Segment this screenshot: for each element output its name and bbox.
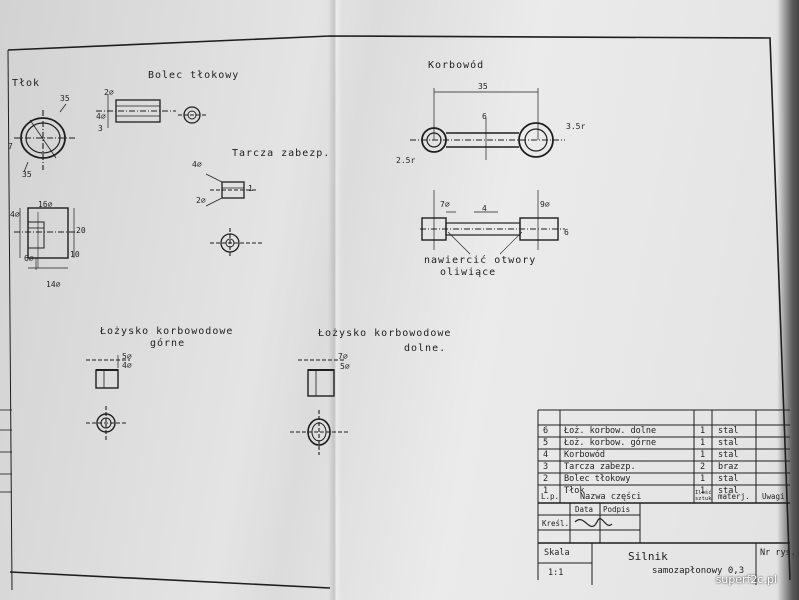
- dim-tlok-6: 6⌀: [24, 254, 34, 263]
- bom-header-qty: Ilość sztuk: [695, 490, 712, 502]
- bom-row-name: Korbowód: [564, 450, 605, 460]
- dim-tarcza-2: 2⌀: [196, 196, 206, 205]
- bom-row-mat: stal: [718, 438, 739, 448]
- dim-tlok-20: 20: [76, 226, 86, 235]
- title-block-kresl: Kreśl.: [542, 519, 570, 528]
- note-oil-holes-line1: nawiercić otwory: [424, 255, 537, 266]
- title-block-podpis: Podpis: [603, 505, 631, 514]
- title-block-nr-label: Nr rys.: [760, 548, 796, 558]
- dim-bolec-4: 4⌀: [96, 112, 106, 121]
- bom-header-mat: materj.: [718, 492, 750, 501]
- title-block-data: Data: [575, 505, 594, 514]
- dim-korbowod-35r: 3.5r: [566, 122, 586, 131]
- dim-tlok-10: 10: [70, 250, 80, 259]
- bom-row-lp: 1: [543, 486, 549, 496]
- bom-row-mat: stal: [718, 426, 739, 436]
- lozysko-dolne-side: [307, 369, 335, 397]
- bom-row-lp: 4: [543, 450, 549, 460]
- bom-row-qty: 1: [700, 426, 706, 436]
- label-bolec: Bolec tłokowy: [148, 70, 240, 81]
- label-korbowod: Korbowód: [428, 60, 485, 71]
- bom-row-name: Łoż. korbow. górne: [564, 438, 657, 448]
- bom-row-lp: 5: [543, 438, 549, 448]
- note-oil-holes-line2: oliwiące: [440, 267, 497, 278]
- title-block-skala-value: 1:1: [548, 568, 564, 578]
- signature-mark: [574, 518, 613, 528]
- bom-row-name: Łoż. korbow. dolne: [564, 426, 657, 436]
- bom-row-lp: 3: [543, 462, 549, 472]
- title-block-title-line2: samozapłonowy 0,3: [652, 566, 745, 576]
- bom-row-name: Tarcza zabezp.: [564, 462, 636, 472]
- paper-edge-shadow: [777, 0, 799, 600]
- dim-korbowod-4: 4: [482, 204, 487, 213]
- dim-korbowod-6: 6: [482, 112, 487, 121]
- bom-row-qty: 1: [700, 474, 706, 484]
- title-block-title-line1: Silnik: [628, 550, 668, 563]
- bom-row-mat: stal: [718, 474, 739, 484]
- bom-header-notes: Uwagi: [762, 492, 785, 501]
- bom-header-lp: L.p.: [541, 492, 560, 501]
- lozysko-gorne-side: [95, 369, 119, 389]
- bom-table-lines: [537, 409, 790, 585]
- dim-bolec-3: 3: [98, 124, 103, 133]
- bom-row-qty: 1: [700, 450, 706, 460]
- dim-lozysko-dolne-7: 7⌀: [338, 352, 348, 361]
- dim-korbowod-35: 35: [478, 82, 488, 91]
- dim-korbowod-7: 7⌀: [440, 200, 450, 209]
- bom-row-qty: 1: [700, 438, 706, 448]
- bom-row-mat: braz: [718, 462, 739, 472]
- title-block-skala-label: Skala: [544, 548, 570, 558]
- dim-korbowod-6b: 6: [564, 228, 569, 237]
- paper-fold: [328, 0, 342, 600]
- bom-row-lp: 2: [543, 474, 549, 484]
- bom-row-qty: 1: [700, 486, 706, 496]
- bom-header-name: Nazwa części: [580, 492, 642, 502]
- dim-tlok-14: 14⌀: [46, 280, 61, 289]
- dim-tlok-35a: 35: [60, 94, 70, 103]
- dim-tlok-7: 7: [8, 142, 13, 151]
- bom-row-name: Bolec tłokowy: [564, 474, 631, 484]
- dim-lozysko-dolne-5: 5⌀: [340, 362, 350, 371]
- dim-tlok-4: 4⌀: [10, 210, 20, 219]
- dim-korbowod-9: 9⌀: [540, 200, 550, 209]
- dim-tlok-35b: 35: [22, 170, 32, 179]
- dim-lozysko-gorne-5: 5⌀: [122, 352, 132, 361]
- label-lozysko-dolne-line2: dolne.: [404, 343, 447, 354]
- label-lozysko-gorne-line2: górne: [150, 338, 186, 349]
- label-lozysko-gorne-line1: Łożysko korbowodowe: [100, 326, 234, 337]
- dim-lozysko-gorne-4: 4⌀: [122, 361, 132, 370]
- label-tlok: Tłok: [12, 78, 41, 89]
- label-lozysko-dolne-line1: Łożysko korbowodowe: [318, 328, 452, 339]
- dim-tarcza-4: 4⌀: [192, 160, 202, 169]
- bom-row-mat: stal: [718, 486, 739, 496]
- label-tarcza: Tarcza zabezp.: [232, 148, 331, 159]
- bom-row-mat: stal: [718, 450, 739, 460]
- dim-bolec-2: 2⌀: [104, 88, 114, 97]
- bom-row-lp: 6: [543, 426, 549, 436]
- frame-border: [7, 35, 791, 581]
- tlok-side: [27, 207, 69, 259]
- dim-korbowod-25r: 2.5r: [396, 156, 416, 165]
- dim-tlok-16: 16⌀: [38, 200, 53, 209]
- bom-row-name: Tłok: [564, 486, 585, 496]
- dim-tarcza-1: 1: [248, 184, 253, 193]
- watermark: superf2c.pl: [715, 573, 777, 586]
- bom-row-qty: 2: [700, 462, 706, 472]
